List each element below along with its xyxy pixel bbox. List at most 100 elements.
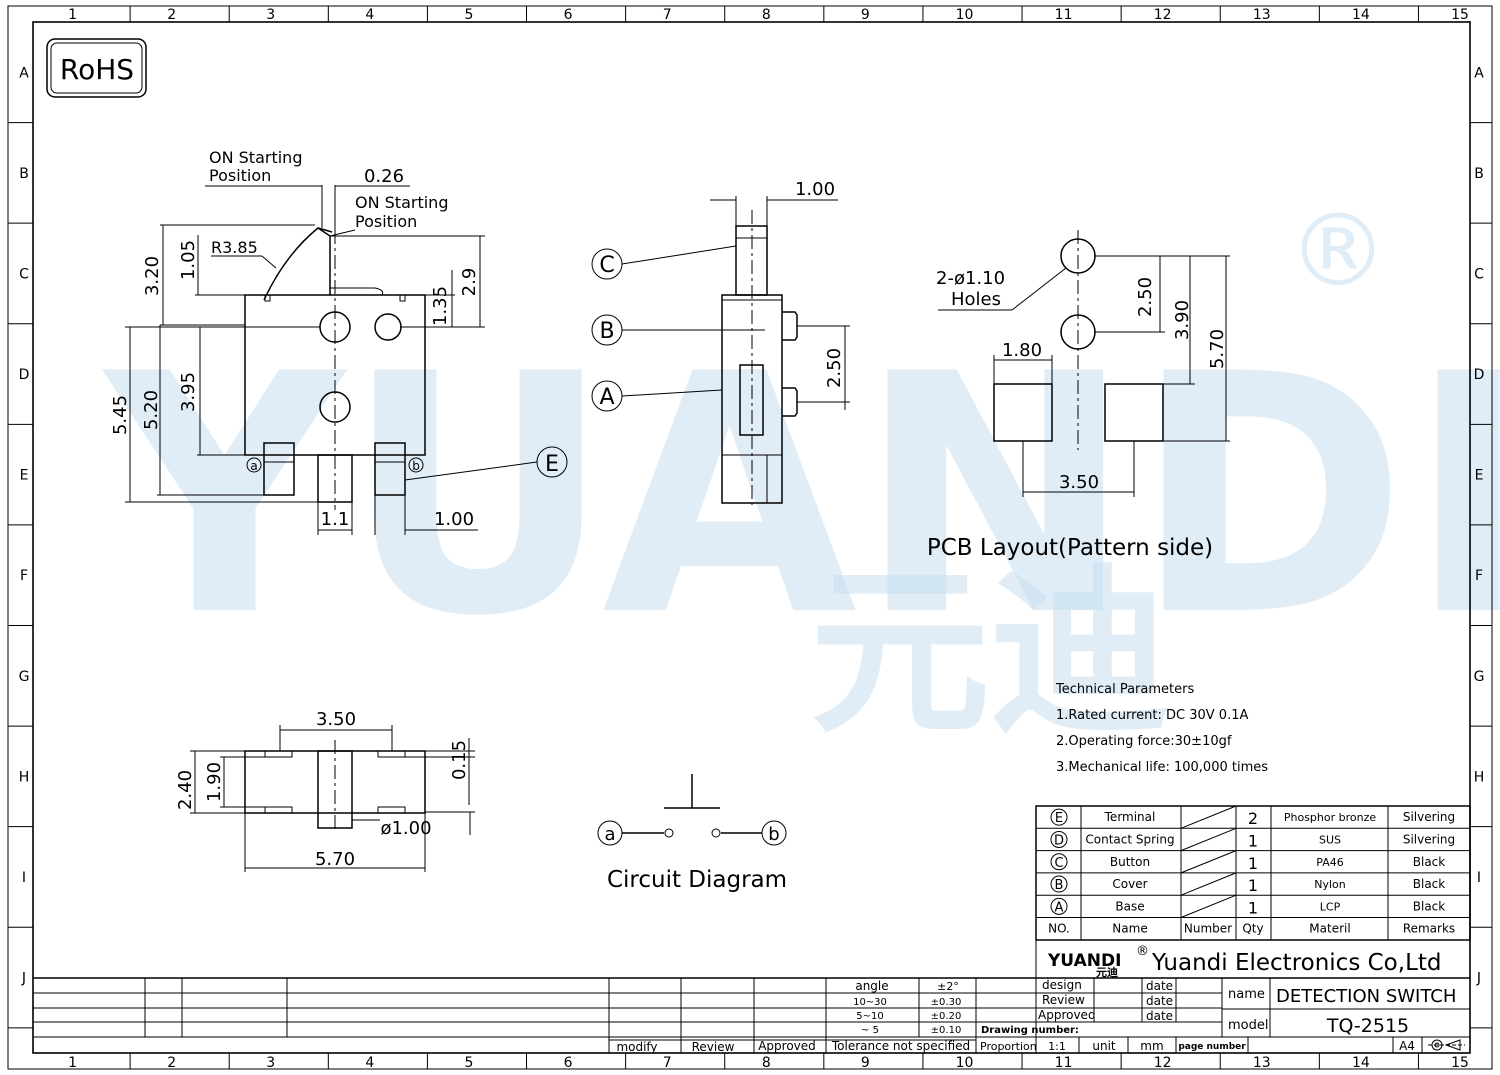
zone-row-left: D — [19, 367, 30, 383]
circuit-title: Circuit Diagram — [607, 867, 787, 893]
inner-frame — [32, 21, 1471, 1054]
dim-1.80-pcb: 1.80 — [1002, 340, 1042, 361]
zone-row-left: C — [19, 266, 29, 282]
zone-row-right: C — [1474, 266, 1484, 282]
on-start-label-2a: ON Starting — [355, 193, 448, 212]
zone-col-bottom: 13 — [1253, 1055, 1271, 1071]
dim-3.90-pcb: 3.90 — [1172, 300, 1193, 340]
zone-col-bottom: 10 — [956, 1055, 974, 1071]
callout-c: C — [599, 253, 614, 278]
unit-value: mm — [1140, 1039, 1163, 1053]
dim-2.9: 2.9 — [459, 268, 480, 297]
watermark-text: YUANDI — [100, 304, 1500, 688]
proportion-label: Proportion — [980, 1040, 1037, 1053]
zone-col-bottom: 9 — [861, 1055, 870, 1071]
dim-5.45: 5.45 — [110, 395, 131, 435]
bom-name: Contact Spring — [1085, 832, 1174, 846]
logo-text: YUANDI — [1047, 951, 1121, 971]
logo-reg: ® — [1136, 944, 1149, 959]
model-value: TQ-2515 — [1326, 1015, 1409, 1037]
zone-row-right: D — [1474, 367, 1485, 383]
pin-a-label: a — [250, 459, 257, 473]
zone-col-top: 12 — [1154, 7, 1172, 23]
zone-col-top: 15 — [1451, 7, 1469, 23]
approved-label: Approved — [1038, 1008, 1096, 1022]
bom-name: Cover — [1112, 877, 1147, 891]
bom-no: E — [1055, 811, 1063, 826]
radius-label: R3.85 — [211, 238, 258, 257]
title-block: YUANDI ® 元迪 Yuandi Electronics Co,Ltd de… — [33, 940, 1470, 1054]
on-start-label-1a: ON Starting — [209, 148, 302, 167]
dim-1.00-front: 1.00 — [795, 179, 835, 200]
date-label-1: date — [1146, 979, 1173, 993]
bom-qty: 1 — [1248, 898, 1258, 917]
tol-r2: 5~10 — [856, 1011, 883, 1022]
zone-col-top: 13 — [1253, 7, 1271, 23]
bom-header-no: NO. — [1048, 922, 1070, 936]
on-start-label-1b: Position — [209, 166, 271, 185]
name-label: name — [1228, 987, 1265, 1002]
tol-not-specified: Tolerance not specified — [831, 1039, 970, 1053]
zone-col-bottom: 12 — [1154, 1055, 1172, 1071]
bom-material: Phosphor bronze — [1284, 811, 1377, 824]
bom-remarks: Black — [1413, 877, 1446, 891]
zone-row-right: H — [1474, 769, 1485, 785]
zone-col-top: 3 — [266, 7, 275, 23]
zone-row-left: B — [19, 166, 29, 182]
bom-header-remarks: Remarks — [1403, 922, 1455, 936]
tech-params: Technical Parameters 1.Rated current: DC… — [1055, 682, 1268, 775]
zone-col-bottom: 3 — [266, 1055, 275, 1071]
bom-name: Terminal — [1104, 810, 1156, 824]
tech-line-1: 1.Rated current: DC 30V 0.1A — [1056, 708, 1248, 723]
tech-line-2: 2.Operating force:30±10gf — [1056, 734, 1232, 749]
zone-col-bottom: 4 — [365, 1055, 374, 1071]
bottom-view: 3.50 0.15 ø1.00 2.40 1.90 5.70 — [175, 709, 475, 872]
holes-label-2: Holes — [951, 289, 1001, 310]
paper-size: A4 — [1399, 1039, 1415, 1053]
zone-col-top: 5 — [465, 7, 474, 23]
side-view: a b E 3.20 1.05 2.9 1.35 5.45 5.20 3.95 — [110, 148, 568, 535]
zone-row-right: E — [1475, 468, 1484, 484]
zone-row-right: F — [1475, 568, 1483, 584]
bom-no: D — [1054, 833, 1064, 848]
zone-col-top: 1 — [68, 7, 77, 23]
rev-review: Review — [692, 1040, 735, 1054]
tol-angle-v: ±2° — [937, 980, 959, 993]
rev-modify: modify — [616, 1040, 657, 1054]
tol-r1: 10~30 — [853, 997, 887, 1008]
bom-remarks: Silvering — [1403, 832, 1455, 846]
zone-col-bottom: 15 — [1451, 1055, 1469, 1071]
bom-material: SUS — [1319, 833, 1341, 846]
review-label: Review — [1042, 993, 1085, 1007]
zone-col-bottom: 5 — [465, 1055, 474, 1071]
zone-col-bottom: 8 — [762, 1055, 771, 1071]
projection-symbol-icon — [1428, 1039, 1465, 1051]
zone-col-bottom: 11 — [1055, 1055, 1073, 1071]
tol-r2v: ±0.20 — [931, 1011, 962, 1022]
dim-dia-1.00: ø1.00 — [380, 818, 431, 839]
zone-row-left: G — [19, 669, 30, 685]
tol-angle: angle — [855, 979, 888, 993]
proportion-value: 1:1 — [1048, 1040, 1066, 1053]
circuit-b: b — [768, 824, 779, 845]
zone-row-left: J — [21, 971, 26, 987]
bom-qty: 1 — [1248, 831, 1258, 850]
zone-col-top: 2 — [167, 7, 176, 23]
dim-2.50-pcb: 2.50 — [1135, 277, 1156, 317]
bom-header-qty: Qty — [1242, 922, 1263, 936]
bom-header-number: Number — [1184, 922, 1232, 936]
tech-line-3: 3.Mechanical life: 100,000 times — [1056, 760, 1268, 775]
rohs-label: RoHS — [60, 53, 134, 86]
zone-col-top: 7 — [663, 7, 672, 23]
bom-remarks: Black — [1413, 855, 1446, 869]
dim-5.70-pcb: 5.70 — [1207, 329, 1228, 369]
watermark-reg: ® — [1288, 192, 1388, 309]
dim-2.40: 2.40 — [175, 770, 196, 810]
dim-2.50-front: 2.50 — [824, 348, 845, 388]
bom-no: B — [1055, 878, 1064, 893]
zone-col-bottom: 7 — [663, 1055, 672, 1071]
design-label: design — [1042, 978, 1082, 992]
dim-5.70-bottom: 5.70 — [315, 849, 355, 870]
